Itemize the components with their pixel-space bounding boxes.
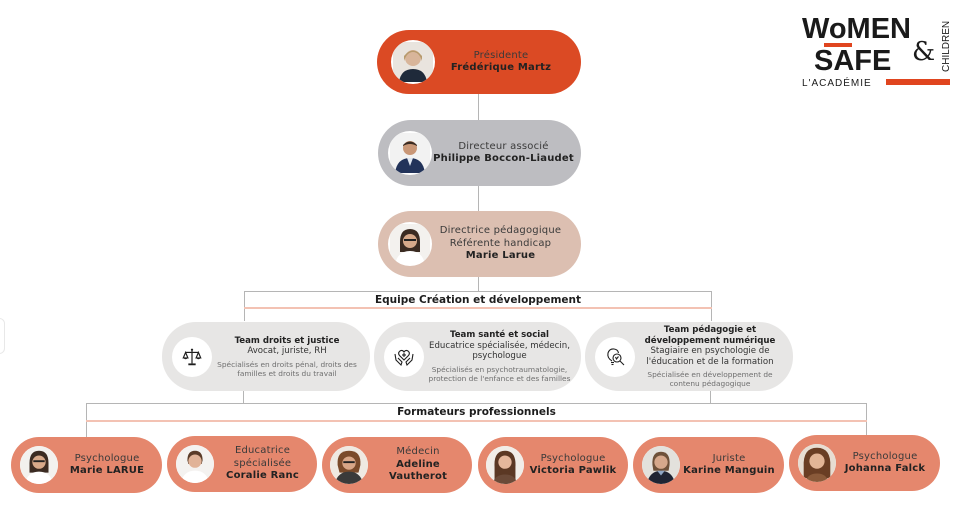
role-label: Psychologue [540, 452, 606, 464]
team-subtitle: Educatrice spécialisée, médecin, psychol… [429, 340, 570, 362]
portrait-icon [330, 446, 368, 484]
team-icon-badge [172, 336, 212, 377]
portrait-icon [20, 446, 58, 484]
trainer-node[interactable]: Médecin Adeline Vautherot [322, 437, 472, 493]
heart-in-hands-icon [394, 349, 414, 366]
group-label-creation: Equipe Création et développement [374, 294, 582, 306]
team-subtitle: Stagiaire en psychologie de l'éducation … [646, 346, 774, 367]
portrait-icon [393, 42, 433, 82]
logo-accent-bar [824, 43, 852, 47]
person-name: Philippe Boccon-Liaudet [433, 153, 574, 164]
person-name: Coralie Ranc [226, 470, 299, 482]
person-name: Frédérique Martz [450, 62, 552, 73]
portrait-icon [390, 133, 430, 173]
avatar [486, 446, 524, 484]
team-node-law[interactable]: Team droits et justice Avocat, juriste, … [162, 322, 370, 391]
role-label-secondary: Référente handicap [449, 237, 552, 249]
team-subtitle: Avocat, juriste, RH [247, 346, 327, 356]
avatar [330, 446, 368, 484]
person-name: Victoria Pawlik [529, 465, 617, 476]
trainer-node[interactable]: Juriste Karine Manguin [633, 437, 784, 493]
org-node-associate-director[interactable]: Directeur associé Philippe Boccon-Liaude… [378, 120, 581, 186]
trainer-node[interactable]: Psychologue Victoria Pawlik [478, 437, 628, 493]
person-name: Marie Larue [465, 250, 536, 262]
side-panel-handle[interactable] [0, 318, 5, 354]
person-name: Adeline Vautherot [388, 458, 448, 483]
team-title: Team pédagogie et développement numériqu… [644, 325, 776, 346]
avatar [176, 445, 214, 483]
team-specialty: Spécialisée en développement de contenu … [647, 370, 773, 388]
role-label: Psychologue [852, 450, 918, 462]
avatar [388, 222, 432, 266]
portrait-icon [390, 224, 430, 264]
person-name: Johanna Falck [844, 463, 926, 474]
group-underline [244, 307, 712, 309]
connector-line [710, 391, 711, 404]
role-label: Directrice pédagogique [439, 225, 562, 237]
team-icon-badge [595, 336, 635, 377]
org-node-pedagogic-director[interactable]: Directrice pédagogique Référente handica… [378, 211, 581, 277]
role-label: Juriste [712, 452, 746, 464]
role-label: Médecin [396, 446, 440, 458]
avatar [388, 131, 432, 175]
scales-of-justice-icon [182, 348, 202, 365]
connector-line [244, 291, 712, 292]
trainer-node[interactable]: Educatrice spécialisée Coralie Ranc [167, 436, 317, 492]
person-name: Karine Manguin [683, 465, 775, 476]
connector-line [478, 277, 479, 292]
logo-text-safe: SAFE [814, 45, 891, 77]
trainer-node[interactable]: Psychologue Marie LARUE [11, 437, 162, 493]
portrait-icon [486, 446, 524, 484]
group-underline [86, 420, 867, 422]
group-label-trainers: Formateurs professionnels [397, 406, 556, 418]
avatar [391, 40, 435, 84]
avatar [20, 446, 58, 484]
role-label: Directeur associé [458, 140, 549, 152]
team-node-health[interactable]: Team santé et social Educatrice spéciali… [374, 322, 581, 391]
avatar [642, 446, 680, 484]
team-title: Team santé et social [450, 330, 549, 341]
connector-line [86, 403, 867, 404]
portrait-icon [798, 444, 836, 482]
avatar [798, 444, 836, 482]
role-label: Psychologue [74, 452, 140, 464]
role-label: Présidente [473, 49, 529, 61]
trainer-node[interactable]: Psychologue Johanna Falck [789, 435, 940, 491]
connector-line [244, 291, 245, 321]
logo-underline-bar [886, 79, 950, 85]
team-title: Team droits et justice [234, 335, 340, 346]
team-icon-badge [384, 336, 424, 377]
connector-line [711, 291, 712, 321]
person-name: Marie LARUE [69, 465, 145, 476]
team-specialty: Spécialisés en psychotraumatologie, prot… [428, 364, 571, 383]
connector-line [478, 94, 479, 120]
logo-ampersand: & [912, 37, 935, 67]
team-specialty: Spécialisés en droits pénal, droits des … [217, 359, 357, 378]
women-safe-logo: WoMEN SAFE & CHILDREN L'ACADÉMIE [802, 10, 952, 90]
connector-line [243, 391, 244, 404]
logo-text-children: CHILDREN [941, 21, 952, 72]
org-node-president[interactable]: Présidente Frédérique Martz [377, 30, 581, 94]
portrait-icon [642, 446, 680, 484]
portrait-icon [176, 445, 214, 483]
lightbulb-magnifier-icon [607, 347, 625, 365]
team-node-pedagogy[interactable]: Team pédagogie et développement numériqu… [585, 322, 793, 391]
logo-text-women: WoMEN [802, 13, 911, 45]
logo-text-academy: L'ACADÉMIE [802, 76, 872, 89]
connector-line [478, 186, 479, 211]
role-label: Educatrice spécialisée [233, 445, 292, 469]
